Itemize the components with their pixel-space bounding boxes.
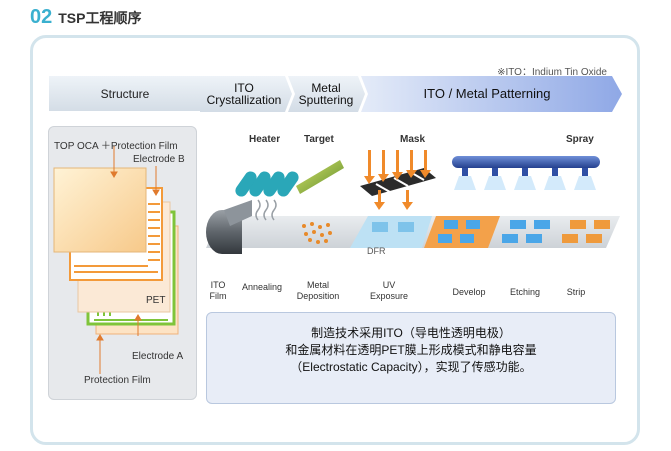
label-target: Target — [304, 134, 334, 145]
step-annealing: Annealing — [241, 282, 283, 292]
section-heading: 02 TSP工程顺序 — [30, 6, 141, 29]
section-title: TSP工程顺序 — [58, 10, 142, 26]
header-patterning-arrow — [361, 76, 622, 112]
process-illustration — [206, 150, 620, 254]
label-electrode-a: Electrode A — [132, 351, 184, 362]
label-electrode-b: Electrode B — [133, 154, 185, 165]
label-spray: Spray — [566, 134, 594, 145]
label-pet: PET — [146, 295, 166, 306]
label-top-oca: TOP OCA ＋Protection Film — [54, 141, 178, 152]
ito-footnote: ※ITO：Indium Tin Oxide — [497, 67, 607, 78]
description-line-1: 制造技术采用ITO（导电性透明电极） — [311, 326, 511, 340]
label-protection-film: Protection Film — [84, 375, 151, 386]
label-mask: Mask — [400, 134, 426, 145]
header-patterning: ITO / Metal Patterning — [423, 86, 551, 101]
header-ito-crystallization-arrow — [200, 76, 292, 112]
step-etching: Etching — [509, 287, 541, 297]
description-line-3: （Electrostatic Capacity），实现了传感功能。 — [290, 360, 532, 374]
header-structure: Structure — [49, 76, 201, 111]
layer-stack-illustration — [53, 146, 179, 374]
description-line-2: 和金属材料在透明PET膜上形成模式和静电容量 — [285, 343, 537, 357]
step-strip: Strip — [566, 287, 586, 297]
header-structure-label: Structure — [100, 86, 150, 101]
description-box: 制造技术采用ITO（导电性透明电极） 和金属材料在透明PET膜上形成模式和静电容… — [206, 312, 616, 404]
label-dfr: DFR — [367, 246, 386, 256]
process-header-arrows — [200, 76, 622, 112]
label-heater: Heater — [249, 134, 281, 145]
section-number: 02 — [30, 6, 53, 28]
step-develop: Develop — [452, 287, 486, 297]
header-metal-sputtering-arrow — [288, 76, 365, 112]
